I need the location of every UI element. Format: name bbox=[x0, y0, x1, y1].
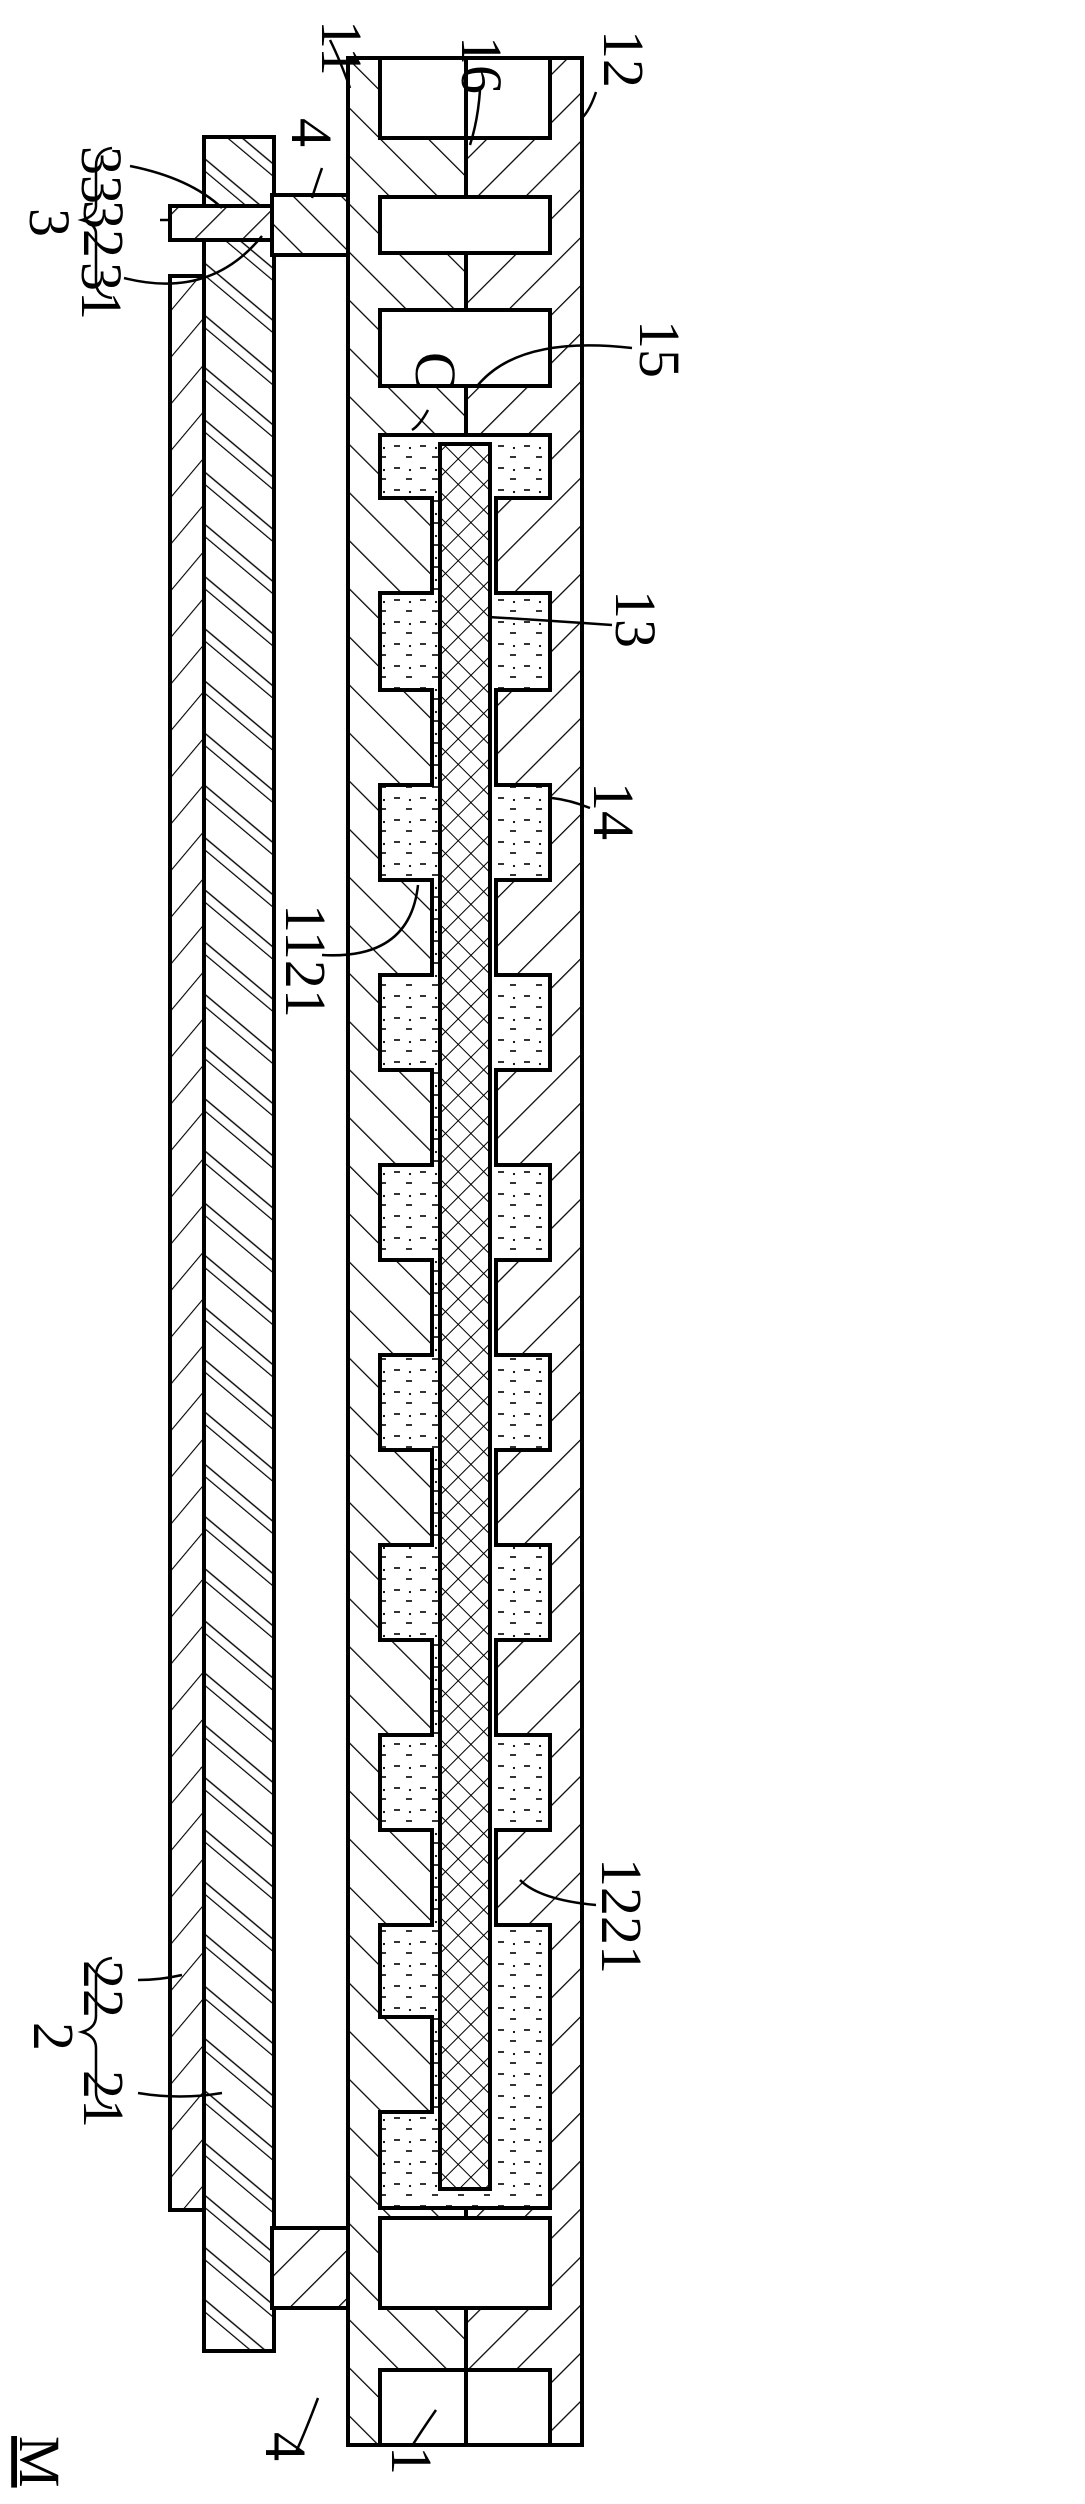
bracket-2 bbox=[77, 1956, 113, 2110]
label-13: 13 bbox=[603, 590, 668, 648]
cavity-top-1 bbox=[378, 195, 552, 255]
bracket-3 bbox=[77, 146, 113, 300]
label-21: 21 bbox=[71, 2070, 136, 2128]
label-33: 33 bbox=[69, 146, 134, 204]
label-1121: 1121 bbox=[273, 904, 338, 1018]
label-4-top: 4 bbox=[279, 118, 344, 147]
label-14: 14 bbox=[581, 782, 646, 840]
label-32: 32 bbox=[71, 200, 136, 258]
label-11: 11 bbox=[309, 20, 374, 76]
leader-lines bbox=[123, 39, 633, 2453]
label-4-bottom: 4 bbox=[253, 2432, 318, 2461]
plate-21 bbox=[202, 135, 276, 2353]
plate-22 bbox=[168, 274, 208, 2212]
label-3: 3 bbox=[17, 208, 82, 237]
core-13 bbox=[438, 442, 492, 2191]
label-1221: 1221 bbox=[589, 1858, 654, 1974]
label-16: 16 bbox=[449, 36, 514, 94]
spacer-4-top bbox=[270, 193, 352, 257]
element-32 bbox=[168, 204, 276, 242]
spacer-4-bottom bbox=[270, 2226, 352, 2310]
label-M: M bbox=[7, 2436, 72, 2488]
label-C: C bbox=[403, 352, 468, 391]
label-15: 15 bbox=[627, 320, 692, 378]
cavity-bottom bbox=[378, 2216, 552, 2310]
label-2: 2 bbox=[21, 2022, 86, 2051]
label-22: 22 bbox=[71, 1960, 136, 2018]
label-12: 12 bbox=[591, 30, 656, 88]
label-31: 31 bbox=[69, 262, 134, 320]
label-1: 1 bbox=[379, 2446, 444, 2475]
